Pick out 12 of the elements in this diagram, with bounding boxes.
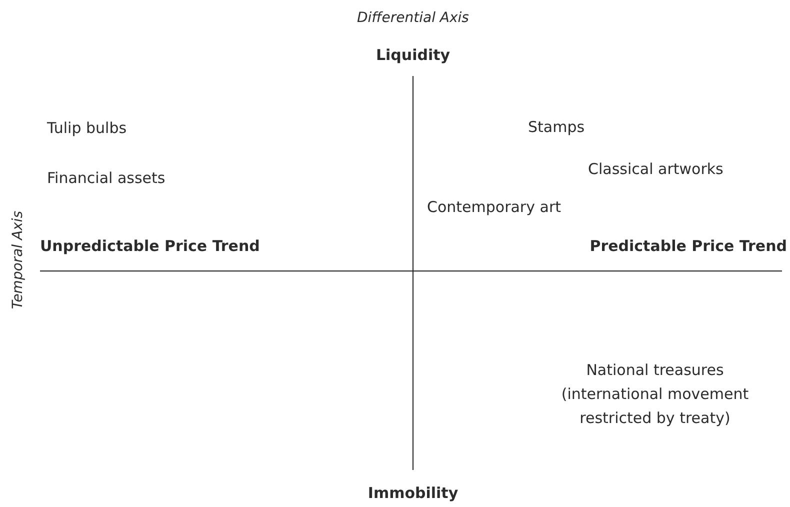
quadrant-item-label: Classical artworks xyxy=(588,159,724,180)
quadrant-item-label: Stamps xyxy=(528,117,585,138)
axis-pole-label: Unpredictable Price Trend xyxy=(40,236,260,257)
quadrant-item-label: Contemporary art xyxy=(427,197,561,218)
quadrant-item-label: National treasures (international movement restricted by treaty) xyxy=(560,360,750,429)
quadrant-item-label: Financial assets xyxy=(47,168,166,189)
quadrant-item-label: Tulip bulbs xyxy=(47,118,127,139)
axis-title: Temporal Axis xyxy=(9,210,27,310)
axis-pole-label: Liquidity xyxy=(376,45,450,66)
axis-title: Differential Axis xyxy=(357,9,469,28)
axis-pole-label: Predictable Price Trend xyxy=(590,236,787,257)
axis-pole-label: Immobility xyxy=(368,483,458,504)
